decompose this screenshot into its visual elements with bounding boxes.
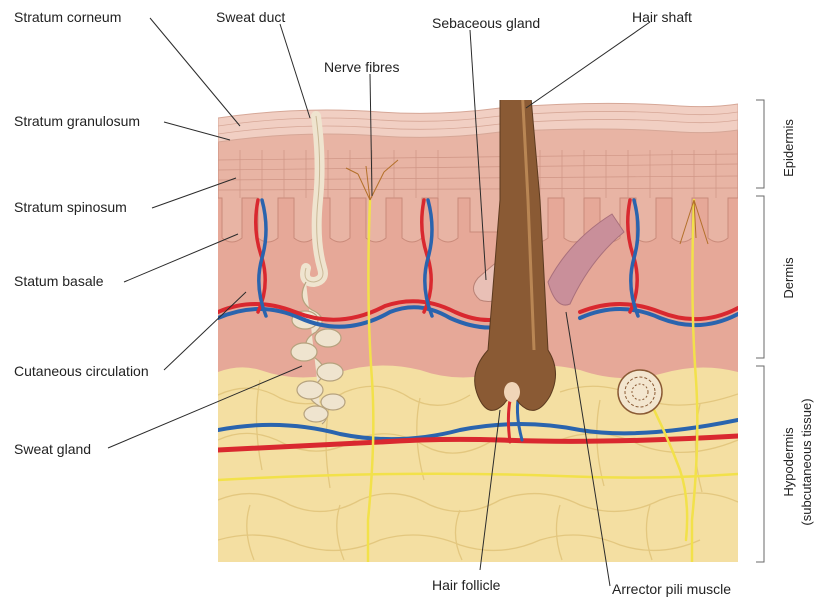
label-nerve-fibres: Nerve fibres [324, 59, 399, 75]
label-stratum-spinosum: Stratum spinosum [14, 199, 127, 215]
label-hair-shaft: Hair shaft [632, 9, 692, 25]
label-sweat-duct: Sweat duct [216, 9, 285, 25]
hair-bulb-papilla [504, 382, 520, 402]
pacinian-corpuscle [618, 370, 662, 414]
label-sebaceous-gland: Sebaceous gland [432, 15, 540, 31]
dermis-label: Dermis [781, 257, 796, 299]
hypodermis-label: Hypodermis [781, 427, 796, 497]
hypodermis-sub-label: (subcutaneous tissue) [799, 398, 814, 525]
epidermis-label: Epidermis [781, 119, 796, 177]
label-stratum-corneum: Stratum corneum [14, 9, 121, 25]
label-hair-follicle: Hair follicle [432, 577, 501, 593]
label-sweat-gland: Sweat gland [14, 441, 91, 457]
label-stratum-granulosum: Stratum granulosum [14, 113, 140, 129]
label-statum-basale: Statum basale [14, 273, 104, 289]
layer-brackets [756, 100, 764, 562]
label-arrector-pili-muscle: Arrector pili muscle [612, 581, 731, 597]
label-cutaneous-circulation: Cutaneous circulation [14, 363, 149, 379]
